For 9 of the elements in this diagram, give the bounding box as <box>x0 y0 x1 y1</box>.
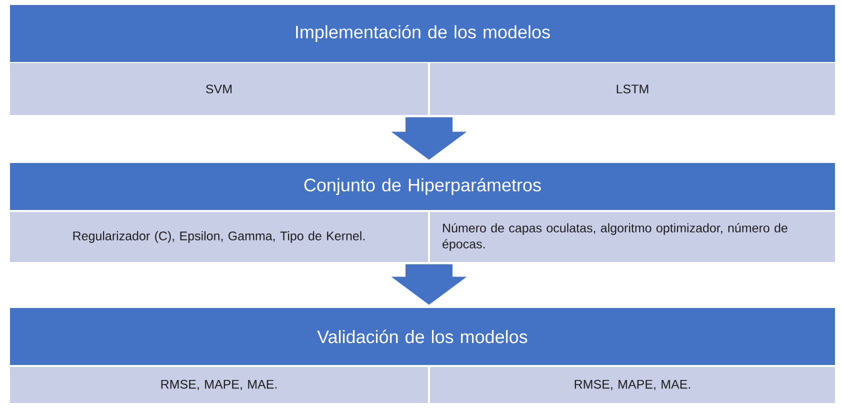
cell: RMSE, MAPE, MAE. <box>10 367 428 403</box>
cell: LSTM <box>430 63 835 115</box>
band-header: Validación de los modelos <box>10 308 835 365</box>
cell: SVM <box>10 63 428 115</box>
cell: Regularizador (C), Epsilon, Gamma, Tipo de Kernel. <box>10 212 428 262</box>
band-header: Conjunto de Hiperparámetros <box>10 163 835 210</box>
band-header: Implementación de los modelos <box>10 5 835 62</box>
cell: Número de capas oculatas, algoritmo optimizador, número de épocas. <box>430 212 835 262</box>
cell: RMSE, MAPE, MAE. <box>430 367 835 403</box>
